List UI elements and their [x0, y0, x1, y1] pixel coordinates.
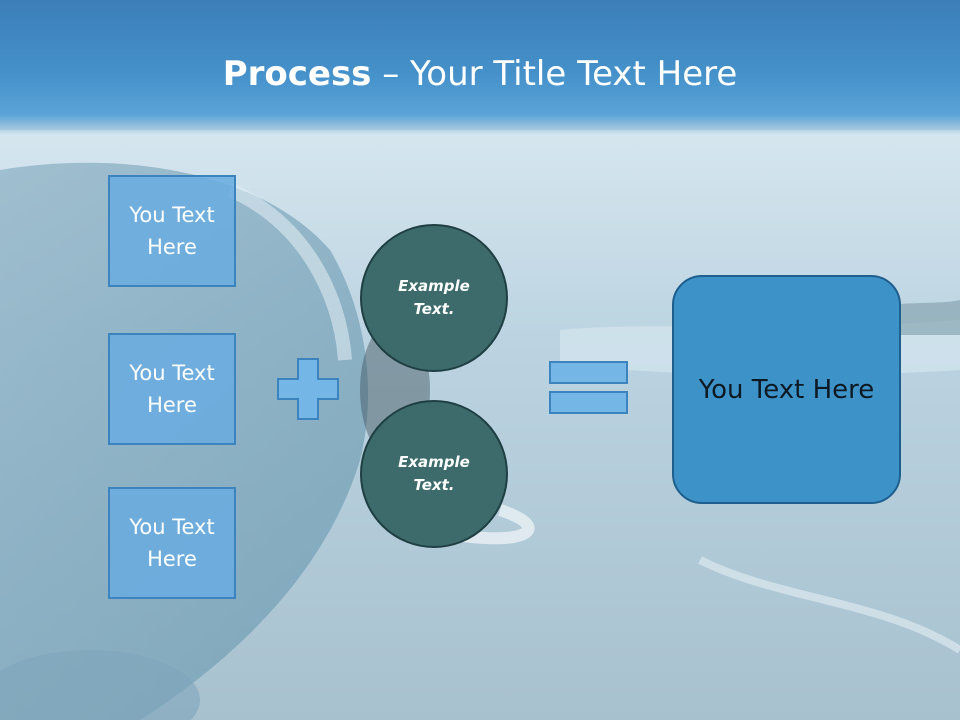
example-circle-label: Example Text. [398, 453, 470, 494]
result-box-label: You Text Here [698, 374, 875, 405]
side-text-box-label: You Text Here [129, 515, 215, 571]
side-text-box-label: You Text Here [129, 203, 215, 259]
side-text-box-2: You Text Here [108, 333, 236, 445]
slide-title: Process – Your Title Text Here [0, 52, 960, 96]
plus-icon [277, 358, 339, 420]
side-text-box-1: You Text Here [108, 175, 236, 287]
equals-icon [549, 361, 628, 414]
title-bar [0, 0, 960, 135]
title-rest: – Your Title Text Here [371, 54, 738, 94]
example-circle-1: Example Text. [360, 224, 508, 372]
example-circle-label: Example Text. [398, 277, 470, 318]
side-text-box-label: You Text Here [129, 361, 215, 417]
result-box: You Text Here [672, 275, 901, 504]
example-circle-2: Example Text. [360, 400, 508, 548]
title-bold: Process [222, 54, 372, 94]
side-text-box-3: You Text Here [108, 487, 236, 599]
